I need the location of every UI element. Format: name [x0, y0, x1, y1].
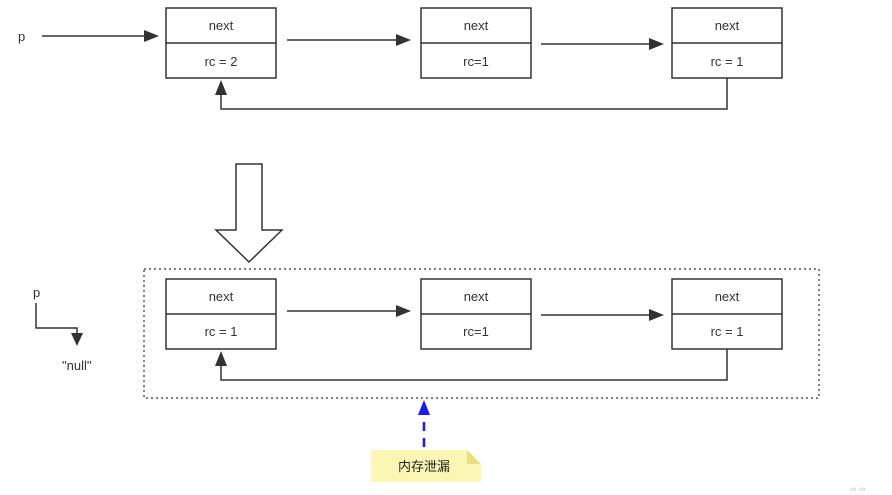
- top-link-arrow-1: [287, 34, 411, 46]
- bottom-link-arrow-2: [541, 309, 664, 321]
- top-node-1: next rc = 2: [165, 7, 277, 79]
- top-node-2: next rc=1: [420, 7, 532, 79]
- bottom-node-2-rc-label: rc=1: [463, 324, 489, 339]
- top-node-1-next-label: next: [209, 18, 234, 33]
- null-label: "null": [62, 358, 92, 373]
- bottom-pointer-label: p: [33, 285, 40, 300]
- bottom-node-1: next rc = 1: [165, 278, 277, 350]
- top-node-3-next-label: next: [715, 18, 740, 33]
- memory-leak-note-label: 内存泄漏: [398, 459, 450, 475]
- bottom-node-3-rc-label: rc = 1: [711, 324, 744, 339]
- bottom-node-1-next-label: next: [209, 289, 234, 304]
- top-node-3: next rc = 1: [671, 7, 783, 79]
- bottom-link-arrow-1: [287, 305, 411, 317]
- top-node-1-rc-label: rc = 2: [205, 54, 238, 69]
- top-link-arrow-2: [541, 38, 664, 50]
- top-pointer-label: p: [18, 29, 25, 44]
- top-node-2-rc-label: rc=1: [463, 54, 489, 69]
- leaked-nodes-frame: [143, 268, 820, 399]
- memory-leak-pointer-arrow: [418, 400, 430, 447]
- bottom-back-link-arrow: [215, 349, 728, 381]
- transition-down-arrow: [214, 163, 284, 264]
- top-pointer-arrow: [42, 30, 159, 42]
- top-node-2-next-label: next: [464, 18, 489, 33]
- bottom-node-3-next-label: next: [715, 289, 740, 304]
- bottom-node-2-next-label: next: [464, 289, 489, 304]
- memory-leak-note: 内存泄漏: [371, 450, 481, 482]
- bottom-node-2: next rc=1: [420, 278, 532, 350]
- bottom-node-3: next rc = 1: [671, 278, 783, 350]
- watermark-text: ∞ ∞: [850, 484, 865, 494]
- bottom-null-pointer-arrow: [35, 303, 83, 346]
- top-node-3-rc-label: rc = 1: [711, 54, 744, 69]
- top-back-link-arrow: [215, 78, 728, 110]
- bottom-node-1-rc-label: rc = 1: [205, 324, 238, 339]
